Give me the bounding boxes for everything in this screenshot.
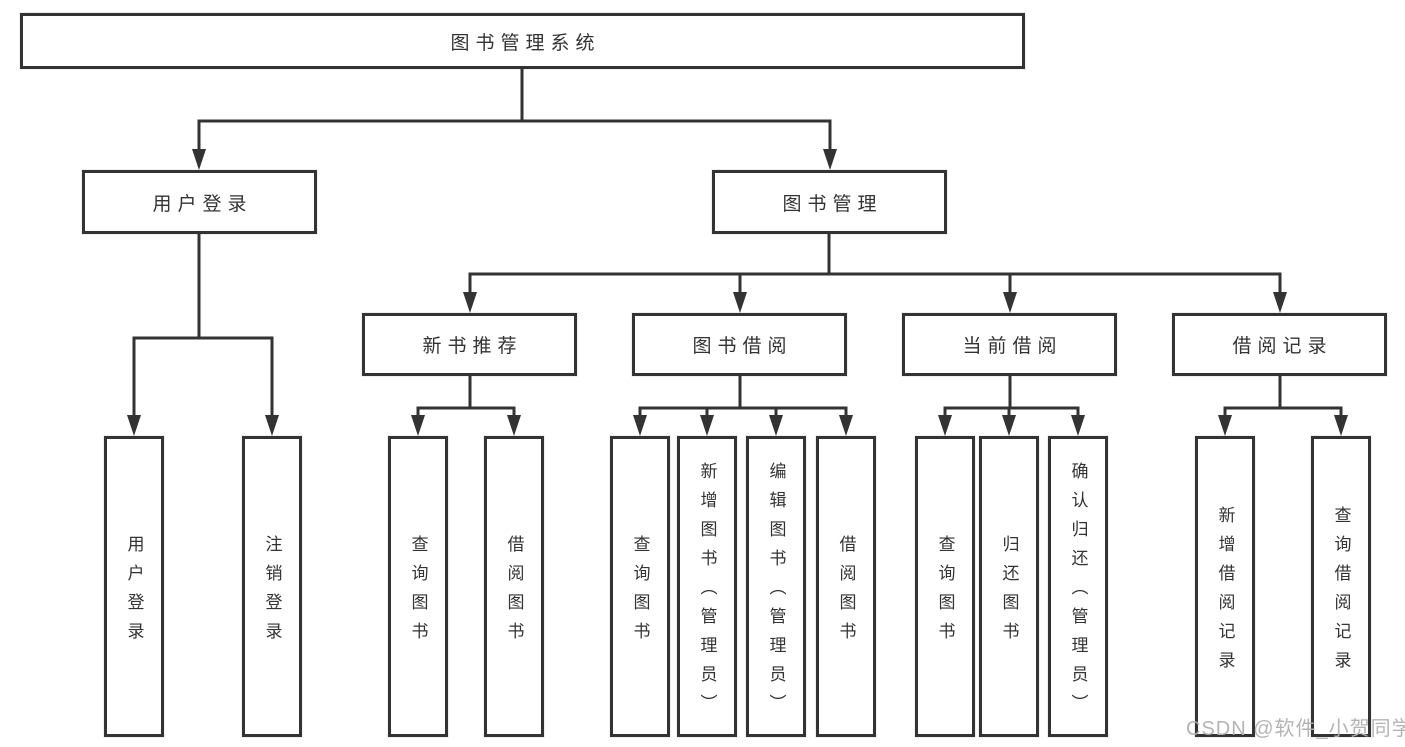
leaf-bb-add-book-label: 新增图书（管理员） <box>697 462 717 723</box>
arrowhead-icon <box>1003 292 1017 313</box>
arrowhead-icon <box>1218 415 1232 436</box>
leaf-br-query-record-label: 查询借阅记录 <box>1331 505 1351 680</box>
connector-borrow-record-to-leaves <box>1218 374 1348 436</box>
leaf-br-add-record-label: 新增借阅记录 <box>1215 505 1235 680</box>
leaf-bb-query-book: 查询图书 <box>610 436 670 737</box>
leaf-cb-confirm-return: 确认归还（管理员） <box>1048 436 1108 737</box>
node-book-management: 图书管理 <box>712 170 947 234</box>
connector-user-login-to-leaves <box>127 232 279 436</box>
arrowhead-icon <box>700 415 714 436</box>
arrowhead-icon <box>463 292 477 313</box>
leaf-bb-borrow-book-label: 借阅图书 <box>836 534 856 651</box>
arrowhead-icon <box>192 149 206 170</box>
connector-current-borrow-to-leaves <box>938 374 1085 436</box>
leaf-cb-return-book-label: 归还图书 <box>999 534 1019 651</box>
arrowhead-icon <box>1273 292 1287 313</box>
arrowhead-icon <box>938 415 952 436</box>
leaf-nbr-query-book: 查询图书 <box>388 436 448 737</box>
arrowhead-icon <box>1334 415 1348 436</box>
node-borrow-record: 借阅记录 <box>1172 313 1387 376</box>
node-book-borrow-label: 图书借阅 <box>692 336 793 357</box>
leaf-bb-add-book: 新增图书（管理员） <box>677 436 737 737</box>
node-current-borrow: 当前借阅 <box>902 313 1117 376</box>
node-user-login-label: 用户登录 <box>152 193 253 215</box>
node-new-book-recommend-label: 新书推荐 <box>422 336 523 357</box>
leaf-logout-label: 注销登录 <box>262 534 282 651</box>
node-current-borrow-label: 当前借阅 <box>962 336 1063 357</box>
node-user-login: 用户登录 <box>82 170 317 234</box>
leaf-nbr-borrow-book: 借阅图书 <box>484 436 544 737</box>
csdn-watermark: CSDN @软件_小贺同学 <box>1186 718 1405 740</box>
arrowhead-icon <box>1071 415 1085 436</box>
arrowhead-icon <box>733 292 747 313</box>
leaf-nbr-query-book-label: 查询图书 <box>408 534 428 651</box>
leaf-bb-borrow-book: 借阅图书 <box>816 436 876 737</box>
node-borrow-record-label: 借阅记录 <box>1232 336 1333 357</box>
leaf-bb-edit-book: 编辑图书（管理员） <box>746 436 806 737</box>
node-book-borrow: 图书借阅 <box>632 313 847 376</box>
leaf-br-add-record: 新增借阅记录 <box>1195 436 1255 737</box>
node-new-book-recommend: 新书推荐 <box>362 313 577 376</box>
leaf-cb-return-book: 归还图书 <box>979 436 1039 737</box>
node-root-label: 图书管理系统 <box>450 32 601 54</box>
leaf-cb-query-book: 查询图书 <box>915 436 975 737</box>
leaf-bb-edit-book-label: 编辑图书（管理员） <box>766 462 786 723</box>
leaf-bb-query-book-label: 查询图书 <box>630 534 650 651</box>
leaf-br-query-record: 查询借阅记录 <box>1311 436 1371 737</box>
leaf-logout: 注销登录 <box>242 436 302 737</box>
arrowhead-icon <box>769 415 783 436</box>
connector-book-management-to-level3 <box>463 232 1287 313</box>
arrowhead-icon <box>1002 415 1016 436</box>
arrowhead-icon <box>633 415 647 436</box>
leaf-user-login-label: 用户登录 <box>124 534 144 651</box>
node-book-management-label: 图书管理 <box>782 193 883 215</box>
connector-book-borrow-to-leaves <box>633 374 853 436</box>
node-root: 图书管理系统 <box>20 13 1025 69</box>
arrowhead-icon <box>823 149 837 170</box>
arrowhead-icon <box>265 415 279 436</box>
connector-root-to-level2 <box>192 67 837 170</box>
leaf-nbr-borrow-book-label: 借阅图书 <box>504 534 524 651</box>
arrowhead-icon <box>507 415 521 436</box>
leaf-cb-query-book-label: 查询图书 <box>935 534 955 651</box>
leaf-cb-confirm-return-label: 确认归还（管理员） <box>1068 462 1088 723</box>
arrowhead-icon <box>127 415 141 436</box>
arrowhead-icon <box>411 415 425 436</box>
arrowhead-icon <box>839 415 853 436</box>
leaf-user-login: 用户登录 <box>104 436 164 737</box>
connector-new-book-recommend-to-leaves <box>411 374 521 436</box>
